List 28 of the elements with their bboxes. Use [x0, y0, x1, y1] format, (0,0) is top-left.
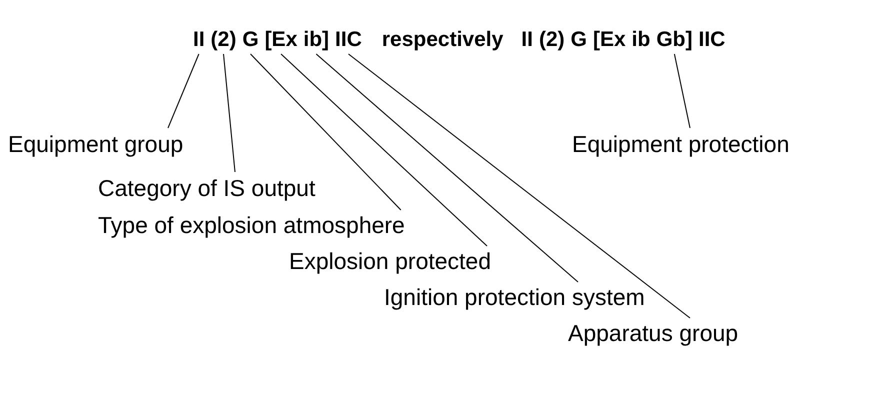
connector-word: respectively	[382, 28, 504, 52]
marking-code-part: [Ex	[592, 28, 626, 52]
leader-line	[250, 54, 402, 210]
marking-code-part: G	[570, 28, 587, 52]
leader-line	[280, 54, 488, 246]
marking-code-part: (2)	[210, 28, 236, 52]
leader-line	[348, 54, 690, 318]
callout-label: Equipment protection	[572, 131, 790, 158]
marking-code-part: (2)	[538, 28, 565, 52]
callout-label: Category of IS output	[98, 175, 316, 202]
callout-label: Type of explosion atmosphere	[98, 212, 405, 239]
callout-label: Equipment group	[8, 131, 184, 158]
marking-code-part: IIC	[335, 28, 362, 52]
leader-line	[223, 54, 236, 172]
callout-label: Ignition protection system	[384, 284, 645, 311]
leader-line	[168, 54, 200, 128]
marking-code-part: G	[242, 28, 259, 52]
marking-code-part: ib	[632, 28, 650, 52]
leader-line	[316, 54, 578, 282]
leader-line	[674, 54, 690, 128]
callout-label: Apparatus group	[568, 320, 738, 347]
marking-code-part: [Ex	[264, 28, 298, 52]
marking-code-part: II	[193, 28, 205, 52]
callout-label: Explosion protected	[289, 248, 492, 275]
marking-code-part: IIC	[698, 28, 726, 52]
marking-code-part: Gb]	[656, 28, 692, 52]
marking-code-part: ib]	[303, 28, 330, 52]
marking-code-part: II	[521, 28, 533, 52]
